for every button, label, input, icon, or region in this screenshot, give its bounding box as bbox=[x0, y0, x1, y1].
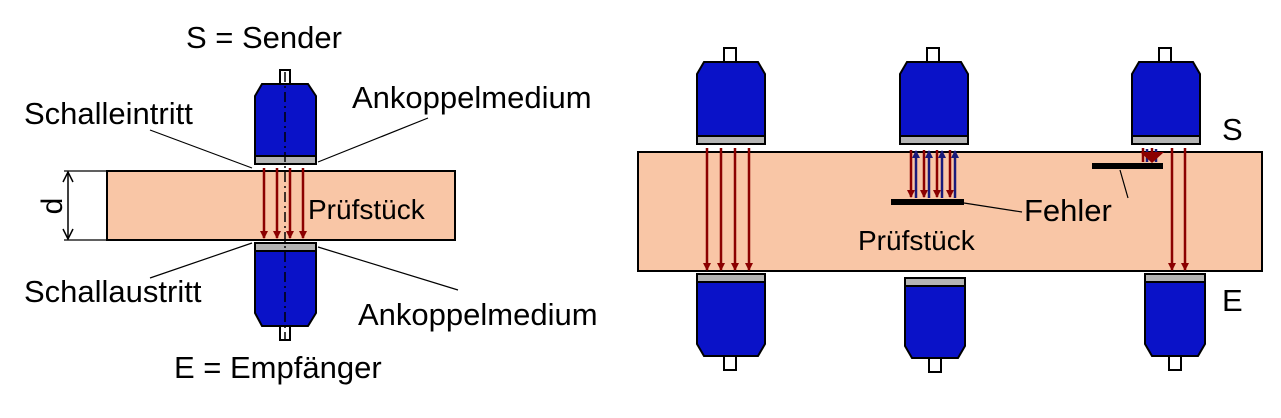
entry-label: Schalleintritt bbox=[24, 96, 193, 131]
sender-side-label: S bbox=[1222, 112, 1243, 147]
leader-flaw bbox=[963, 202, 1023, 213]
thickness-label: d bbox=[36, 198, 69, 215]
coupling-bottom-label: Ankoppelmedium bbox=[358, 297, 598, 332]
transducer-pair-1 bbox=[696, 47, 766, 371]
transducer-pair-2 bbox=[891, 47, 969, 373]
receiver-label: E = Empfänger bbox=[174, 350, 382, 385]
sender-transducer-3 bbox=[1131, 47, 1201, 145]
leader-exit bbox=[149, 242, 253, 279]
beam-arrows-3 bbox=[1140, 148, 1189, 271]
leader-flaw-small bbox=[1119, 169, 1129, 199]
transducer-pair-3 bbox=[1092, 47, 1206, 371]
receiver-side-label: E bbox=[1222, 283, 1243, 318]
leader-entry bbox=[149, 129, 253, 169]
left-beam-arrows bbox=[260, 168, 307, 239]
beam-arrows-1 bbox=[703, 148, 753, 271]
thickness-dimension: d bbox=[36, 170, 107, 241]
right-diagram: Prüfstück Fehler S E bbox=[637, 47, 1263, 373]
receiver-transducer-2 bbox=[904, 277, 966, 373]
sender-transducer-2 bbox=[899, 47, 969, 145]
flaw-label: Fehler bbox=[1024, 193, 1112, 228]
sender-transducer-1 bbox=[696, 47, 766, 145]
left-diagram: d S = Sender Schalleintritt Ankoppelmedi… bbox=[24, 20, 598, 385]
right-specimen-label: Prüfstück bbox=[858, 225, 976, 256]
leader-coupling-top bbox=[317, 117, 429, 163]
sender-label: S = Sender bbox=[186, 20, 342, 55]
left-specimen-label: Prüfstück bbox=[308, 194, 426, 225]
leader-coupling-bottom bbox=[317, 246, 459, 291]
coupling-top-label: Ankoppelmedium bbox=[352, 80, 592, 115]
receiver-transducer-1 bbox=[696, 273, 766, 371]
left-specimen bbox=[106, 170, 456, 241]
beam-arrows-2 bbox=[907, 150, 959, 198]
exit-label: Schallaustritt bbox=[24, 274, 202, 309]
receiver-transducer-3 bbox=[1144, 273, 1206, 371]
